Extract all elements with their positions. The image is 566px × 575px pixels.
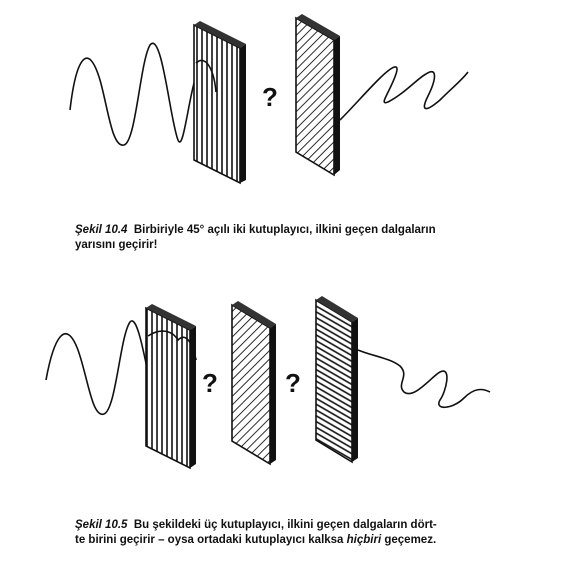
figure-2: ? ?	[45, 296, 491, 470]
caption-line-1: Birbiriyle 45° açılı iki kutuplayıcı, il…	[133, 224, 436, 236]
caption-emphasis: hiçbiri	[346, 534, 382, 546]
figure-1-caption: Şekil 10.4 Birbiriyle 45° açılı iki kutu…	[75, 223, 495, 253]
caption-label: Şekil 10.5	[75, 519, 128, 531]
outgoing-wave	[357, 349, 491, 409]
caption-line-2: yarısını geçirir!	[75, 239, 158, 251]
polarizer-horizontal	[315, 296, 358, 464]
wave-segment	[147, 330, 197, 361]
outgoing-wave	[339, 66, 469, 121]
polarizer-vertical	[193, 21, 246, 185]
figure-1: ?	[69, 14, 469, 185]
caption-line-2b: geçemez.	[381, 534, 437, 546]
caption-line-2a: te birini geçirir – oysa ortadaki kutupl…	[75, 534, 347, 546]
question-mark: ?	[262, 82, 278, 112]
caption-line-1: Bu şekildeki üç kutuplayıcı, ilkini geçe…	[133, 519, 437, 531]
polarizer-diagonal	[231, 301, 276, 466]
polarizer-vertical	[145, 304, 196, 470]
question-mark-2: ?	[285, 368, 301, 398]
polarizer-diagonal	[295, 14, 340, 177]
wave-segment	[195, 59, 217, 93]
caption-label: Şekil 10.4	[75, 224, 128, 236]
question-mark-1: ?	[202, 368, 218, 398]
figure-2-caption: Şekil 10.5 Bu şekildeki üç kutuplayıcı, …	[75, 518, 515, 548]
